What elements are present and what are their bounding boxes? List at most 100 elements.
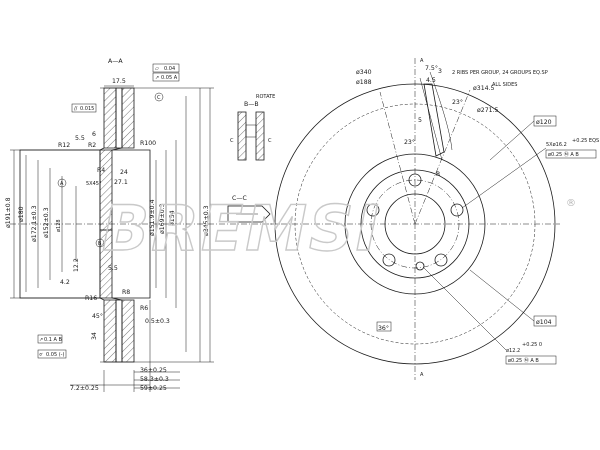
tolerance-frame-cylinder: 0.05 (-) ⌭ — [37, 349, 67, 359]
bolt-hole — [366, 203, 380, 217]
thread-tolerance: +0.25 0 — [522, 342, 542, 348]
holes-tolerance: +0.25 EQS — [572, 138, 599, 144]
dim-58-3: 58.3±0.3 — [140, 376, 169, 383]
datum-c-circle — [154, 92, 164, 102]
rotor-cheek-outer-top — [103, 87, 117, 149]
thread-position: ø0.25 Ⓜ A B — [508, 357, 539, 364]
tol-parallel-symbol: // — [74, 106, 78, 112]
section-a-a-view: A—A — [5, 58, 280, 392]
dim-5: 5 — [418, 117, 422, 124]
b-b-channel — [245, 124, 257, 138]
dim-17-5: 17.5 — [112, 78, 126, 85]
datum-a-circle — [57, 178, 67, 188]
tol-runout-top-symbol: ↗ — [155, 75, 159, 81]
tol-parallel-value: 0.015 — [80, 106, 94, 112]
dim-5-5-b: 5.5 — [108, 265, 118, 272]
dim-3: 3 — [438, 68, 442, 75]
tol-runout-left-symbol: ↗ — [39, 337, 43, 343]
dim-angle-23a: 23° — [452, 98, 463, 106]
dim-dia-271-5: ø271.5 — [477, 107, 499, 114]
dim-dia-128: ø128 — [56, 219, 62, 232]
rib-detail-line — [419, 77, 443, 161]
dim-r100: R100 — [140, 140, 156, 147]
tol-cylinder-value: 0.05 (-) — [46, 352, 64, 358]
leader-120 — [489, 120, 535, 161]
brand-watermark: BREMSI ® — [101, 191, 576, 265]
dim-dia-104: ø104 — [536, 319, 552, 326]
tol-runout-left-value: 0.1 A B — [44, 337, 63, 343]
dim-r12: R12 — [58, 142, 70, 149]
bolt-hole — [434, 253, 448, 267]
section-a-a-label: A—A — [108, 58, 123, 65]
tol-flatness-symbol: ▱ — [155, 66, 159, 72]
front-view: A A ø340 ø188 ø314.5 ø271.5 7.5° 23° 23°… — [270, 58, 599, 380]
section-a-top-marker: A — [420, 58, 424, 64]
thread-position-frame — [505, 355, 557, 365]
dim-dia-154: ø154 — [169, 210, 176, 226]
holes-position: ø0.25 Ⓜ A B — [548, 151, 579, 158]
bolt-hole — [450, 203, 464, 217]
brand-watermark-text: BREMSI — [102, 192, 381, 265]
dim-dia-345: ø345±0.3 — [203, 205, 210, 236]
rib-leader — [429, 71, 453, 151]
thread-spec: ø12.2 — [506, 348, 520, 354]
dim-24: 24 — [120, 169, 128, 176]
hat-face — [112, 149, 151, 299]
tolerance-frame-parallel: 0.015 // — [71, 103, 97, 113]
dim-angle-23b: 23° — [404, 138, 415, 146]
dim-dia-120: ø120 — [536, 119, 552, 126]
holes-spec: 5Xø16.2 — [546, 142, 567, 148]
tol-cylinder-symbol: ⌭ — [39, 352, 43, 358]
tolerance-frame-flatness: 0.04 ▱ — [152, 63, 180, 73]
dim-7-2: 7.2±0.25 — [70, 385, 99, 392]
dim-4-5: 4.5 — [426, 77, 436, 84]
datum-c-letter: C — [157, 95, 161, 101]
dim-angle-36: 36° — [378, 324, 389, 332]
threaded-hole — [415, 261, 425, 271]
dim-r16: R16 — [85, 295, 97, 302]
dim-dia-314-5: ø314.5 — [473, 85, 495, 92]
c-c-rib-profile — [227, 205, 271, 223]
section-b-b-label: B—B — [244, 101, 259, 108]
dim-dia-172: ø172.1±0.3 — [31, 205, 38, 242]
dim-r2: R2 — [88, 142, 96, 149]
angle-36-box — [376, 321, 392, 332]
vent-channel-top — [115, 87, 123, 149]
horizontal-dim-lines — [10, 87, 214, 392]
radial-line — [414, 89, 471, 225]
b-b-c-left: C — [230, 138, 234, 144]
rotor-cheek-inner-top — [121, 87, 135, 149]
rotor-cheek-outer-bottom — [103, 299, 117, 363]
dim-dia-188: ø188 — [356, 79, 372, 86]
dim-34: 34 — [91, 332, 98, 340]
dim-r6: R6 — [140, 305, 148, 312]
vent-channel-bottom — [115, 299, 123, 363]
dim-r4: R4 — [97, 167, 105, 174]
vertical-dim-lines — [13, 88, 211, 362]
radial-line — [379, 91, 416, 225]
thread-leader — [423, 267, 507, 351]
dim-dia-152: ø152±0.3 — [43, 207, 50, 238]
tolerance-frame-runout-left: 0.1 A B ↗ — [37, 334, 63, 344]
bolt-hole — [382, 253, 396, 267]
dim-dia-169: ø169±0.3 — [159, 203, 166, 234]
b-b-rib-right — [255, 111, 265, 161]
r-marker: R — [436, 171, 441, 178]
dim-4-2: 4.2 — [60, 279, 70, 286]
dim-r8: R8 — [122, 289, 130, 296]
dim-0-5: 0.5±0.3 — [145, 318, 170, 325]
dim-chamfer: 5X45° — [86, 181, 102, 187]
dim-angle-7-5: 7.5° — [425, 64, 438, 72]
all-sides-note: ALL SIDES — [492, 82, 517, 88]
b-b-rib-left — [237, 111, 247, 161]
datum-b-circle — [95, 238, 105, 248]
section-b-b-view: ROTATE B—B C C — [230, 94, 275, 161]
dim-59: 59±0.25 — [140, 385, 167, 392]
leader-104 — [469, 269, 535, 322]
ribs-note: 2 RIBS PER GROUP, 24 GROUPS EQ.SP — [452, 70, 548, 76]
dim-27-1: 27.1 — [114, 179, 128, 186]
datum-a-letter: A — [60, 181, 64, 187]
tolerance-frame-runout-top: 0.05 A ↗ — [152, 72, 180, 82]
tol-flatness-value: 0.04 — [164, 66, 175, 72]
